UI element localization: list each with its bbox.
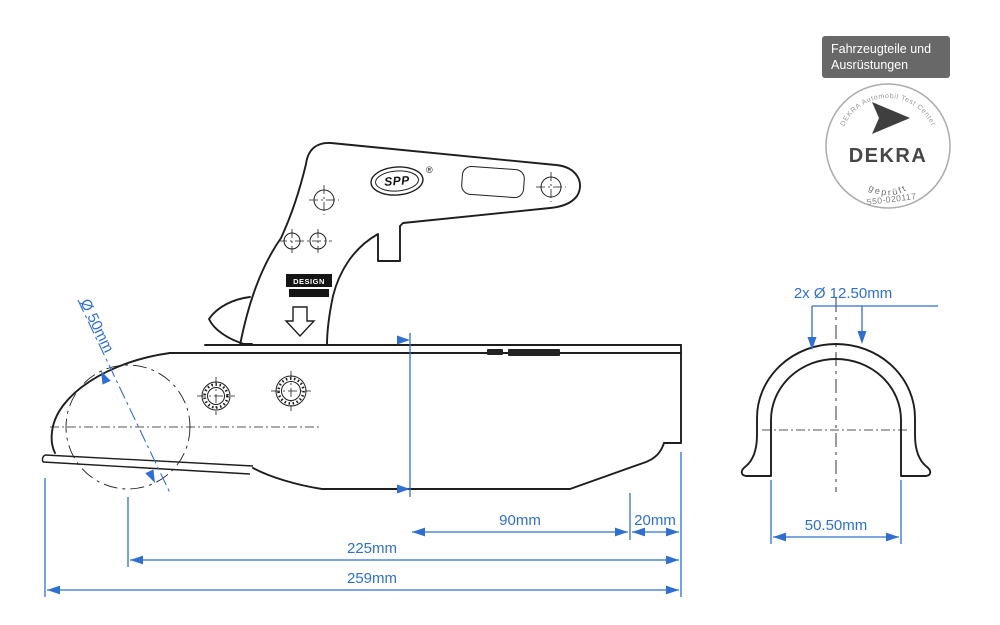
dimension-label: 20mm: [634, 512, 676, 529]
reference-plane-line: [397, 333, 411, 497]
tongue-plate-bottom: [42, 461, 251, 475]
stamp-header-line2: Ausrüstungen: [831, 58, 908, 72]
design-label: DESIGN: [293, 277, 325, 286]
dekra-name: DEKRA: [849, 145, 928, 167]
dimension-label: 2x Ø 12.50mm: [794, 285, 892, 302]
dimension-label: 259mm: [347, 570, 397, 587]
dimension-inner-width: 50.50mm: [770, 480, 902, 544]
coupler-end-view: [740, 298, 932, 492]
release-latch: [208, 296, 253, 345]
body-right-edge: [663, 344, 682, 444]
dimension-label: 225mm: [347, 540, 397, 557]
down-arrow-icon: [284, 306, 316, 338]
ball-housing-front-arc: [50, 352, 171, 454]
coupler-side-view: SPP ® DESIGN: [41, 142, 682, 490]
dekra-stamp: Fahrzeugteile und Ausrüstungen DEKRA Aut…: [822, 36, 951, 209]
dimension-20mm: 20mm: [632, 512, 679, 537]
dimension-holes: 2x Ø 12.50mm: [794, 285, 938, 350]
handle-plate-recess: [461, 165, 525, 199]
stamp-header-box: [822, 36, 950, 78]
dimension-label: 50.50mm: [805, 517, 868, 534]
stamp-header-line1: Fahrzeugteile und: [831, 42, 931, 56]
pivot-hole: [278, 229, 332, 253]
dimension-225mm: 225mm: [130, 540, 679, 565]
stamp-approved-text: geprüft: [867, 183, 909, 198]
dimension-label: 90mm: [499, 512, 541, 529]
spp-brand-logo: SPP: [370, 166, 424, 196]
coupler-handle: SPP ® DESIGN: [208, 142, 581, 346]
dekra-arrow-icon: [872, 102, 910, 134]
stamp-circle: [825, 83, 951, 209]
brand-text: SPP: [384, 173, 411, 189]
body-bottom-edge: [252, 442, 665, 490]
pivot-hole: [309, 185, 339, 215]
dimension-label: Ø 50mm: [76, 296, 116, 355]
stamped-marking: [508, 349, 560, 356]
registered-mark: ®: [426, 165, 433, 175]
dimensions: 90mm 20mm 225mm 259mm 50.50mm 2x Ø 12.50…: [44, 285, 938, 597]
knurled-plug-right: [271, 371, 311, 411]
dimension-ball-diameter: Ø 50mm: [76, 296, 171, 494]
tongue-plate-tip: [41, 454, 46, 463]
coupler-body: [41, 344, 682, 490]
tongue-plate-top: [44, 454, 254, 467]
grip-end-hole: [536, 172, 566, 202]
dimension-259mm: 259mm: [47, 570, 679, 595]
stamped-marking: [487, 349, 503, 355]
knurled-plug-left: [197, 377, 235, 415]
dimension-90mm: 90mm: [412, 512, 628, 537]
handle-outline: [239, 142, 581, 346]
design-badge: DESIGN: [286, 274, 332, 297]
channel-profile: [740, 343, 932, 477]
